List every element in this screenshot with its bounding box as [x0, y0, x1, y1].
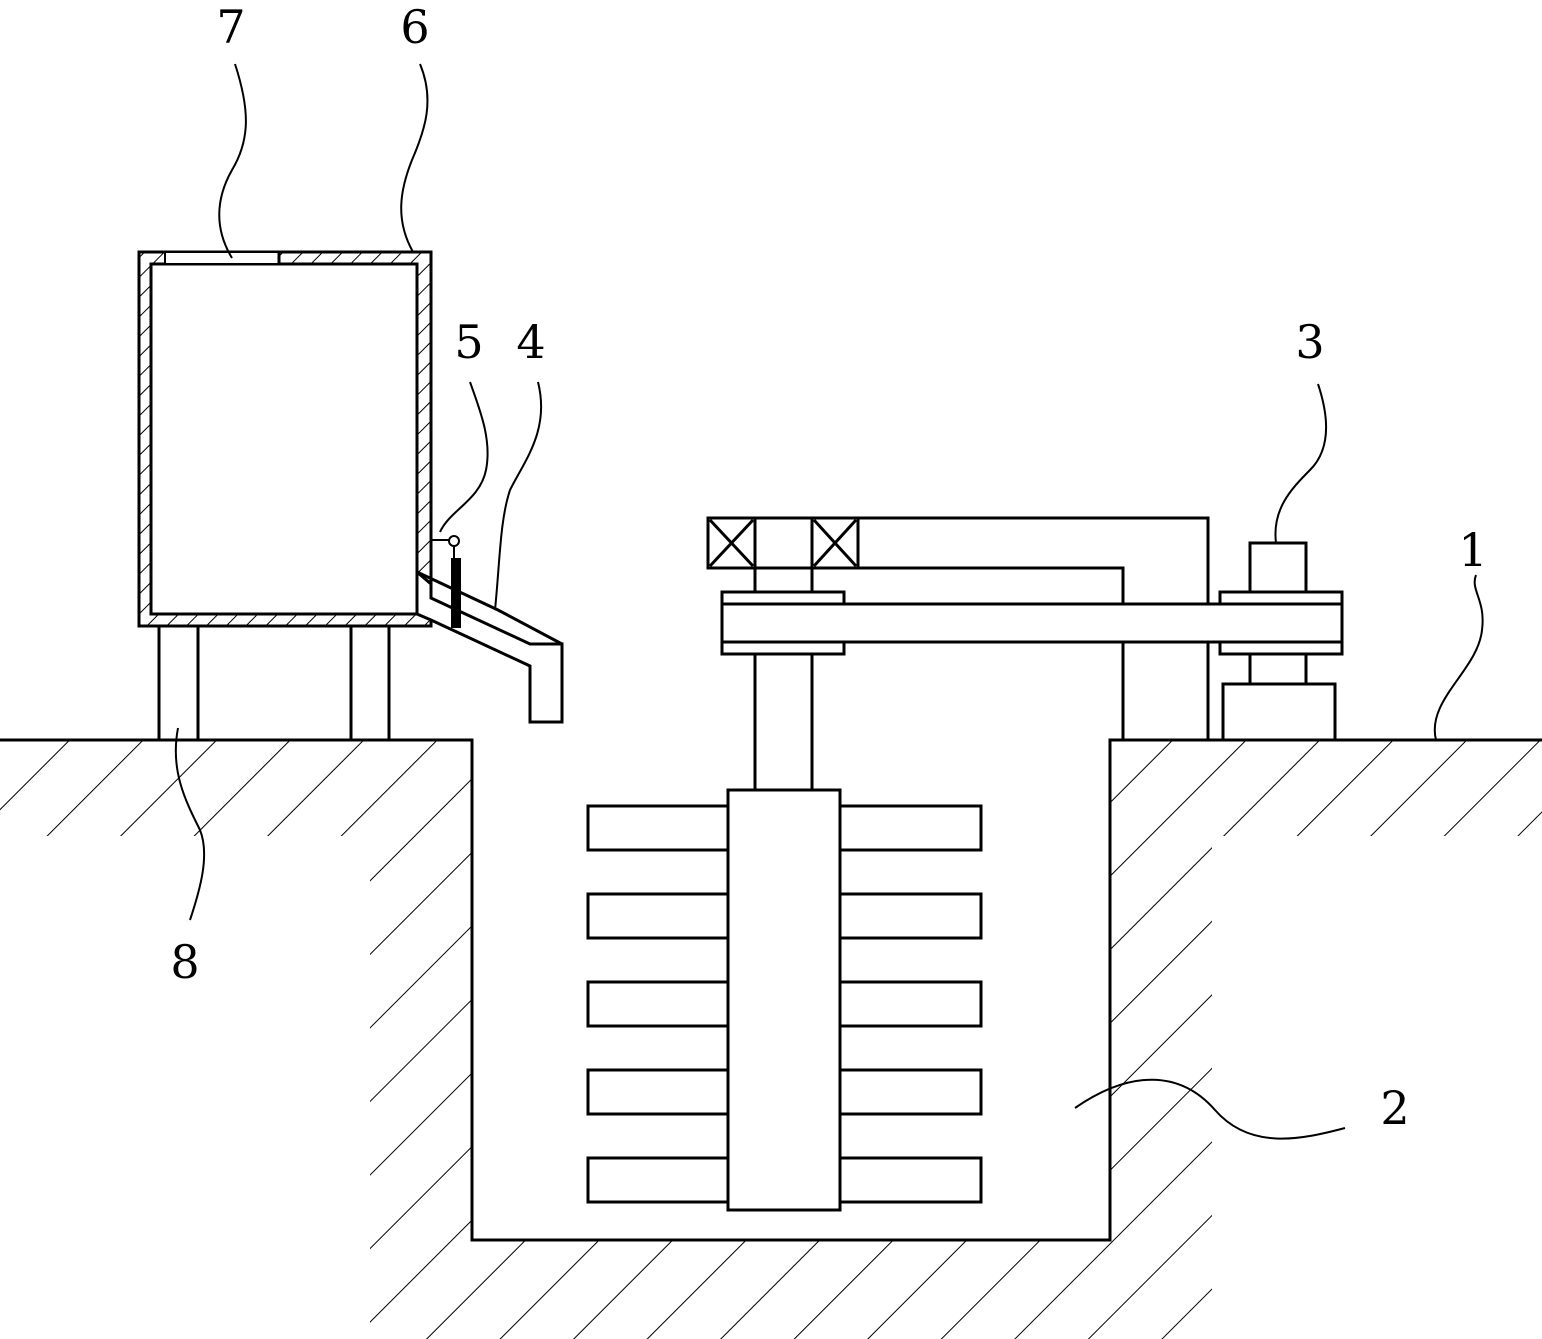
- agitator-hub: [726, 788, 842, 1212]
- motor-top: [1248, 541, 1308, 594]
- support-frame: [706, 516, 1210, 740]
- motor: [1221, 541, 1337, 742]
- motor-base: [1221, 682, 1337, 742]
- label-2: 2: [1380, 1081, 1409, 1135]
- part-labels: 1 2 3 4 5 6 7 8: [170, 0, 1487, 1135]
- label-3: 3: [1295, 315, 1324, 369]
- agitator-paddles: [586, 804, 983, 1204]
- tank-leg-left: [157, 624, 200, 742]
- paddle-right-2: [838, 892, 983, 940]
- paddle-right-4: [838, 1068, 983, 1116]
- paddle-left-1: [586, 804, 730, 852]
- label-5: 5: [454, 315, 483, 369]
- paddle-left-4: [586, 1068, 730, 1116]
- agitator: [586, 648, 983, 1212]
- tank: [137, 250, 433, 628]
- label-1: 1: [1458, 523, 1487, 577]
- motor-neck: [1248, 652, 1308, 686]
- leader-lines: [174, 63, 1484, 1140]
- paddle-right-3: [838, 980, 983, 1028]
- tank-leg-right: [349, 624, 391, 742]
- label-7: 7: [216, 0, 245, 54]
- paddle-right-1: [838, 804, 983, 852]
- valve: [431, 535, 461, 628]
- valve-stem: [451, 558, 461, 628]
- label-6: 6: [400, 0, 429, 54]
- paddle-left-2: [586, 892, 730, 940]
- tank-legs: [157, 624, 391, 742]
- ground: [0, 738, 1542, 1339]
- drive-beam: [720, 590, 1344, 656]
- label-8: 8: [170, 935, 199, 989]
- paddle-right-5: [838, 1156, 983, 1204]
- paddle-left-5: [586, 1156, 730, 1204]
- label-4: 4: [516, 315, 545, 369]
- paddle-left-3: [586, 980, 730, 1028]
- agitator-shaft: [753, 648, 814, 792]
- outlet-pipe: [415, 568, 564, 724]
- tank-lid: [164, 251, 280, 265]
